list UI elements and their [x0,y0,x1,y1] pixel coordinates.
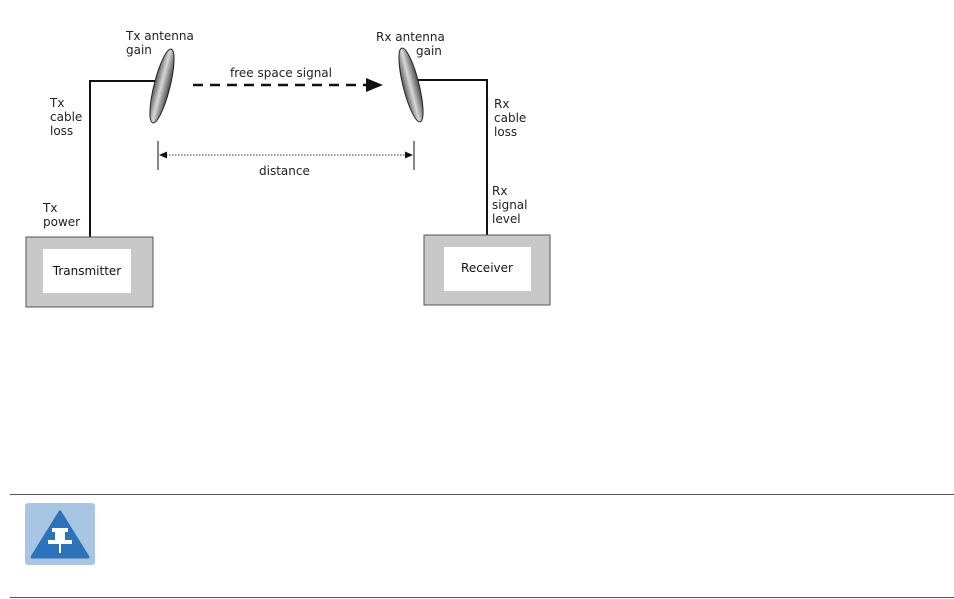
rx-signal-level-label: Rx signal level [492,184,531,226]
pushpin-body [55,532,65,540]
pushpin-icon [25,503,95,565]
free-space-signal-label: free space signal [230,66,332,80]
rx-antenna-gain-label: Rx antenna gain [376,30,449,58]
tx-cable-loss-label: Tx cable loss [49,96,86,138]
distance-label: distance [259,164,310,178]
rx-cable-line [413,80,487,235]
tx-antenna-gain-label: Tx antenna gain [125,29,198,57]
note-icon [25,503,95,565]
note-bottom-rule [10,597,954,598]
tx-antenna-dish [145,47,179,125]
pushpin-head [52,528,68,532]
rx-cable-loss-label: Rx cable loss [494,97,530,139]
distance-arrow-right [405,152,413,159]
signal-arrowhead [366,78,383,92]
transmitter-label: Transmitter [52,264,122,278]
distance-arrow-left [159,152,167,159]
tx-cable-line [90,81,158,237]
pushpin-base [48,540,72,544]
pushpin-needle [59,544,61,553]
receiver-label: Receiver [461,261,513,275]
tx-power-label: Tx power [42,201,80,229]
note-top-rule [10,494,954,495]
